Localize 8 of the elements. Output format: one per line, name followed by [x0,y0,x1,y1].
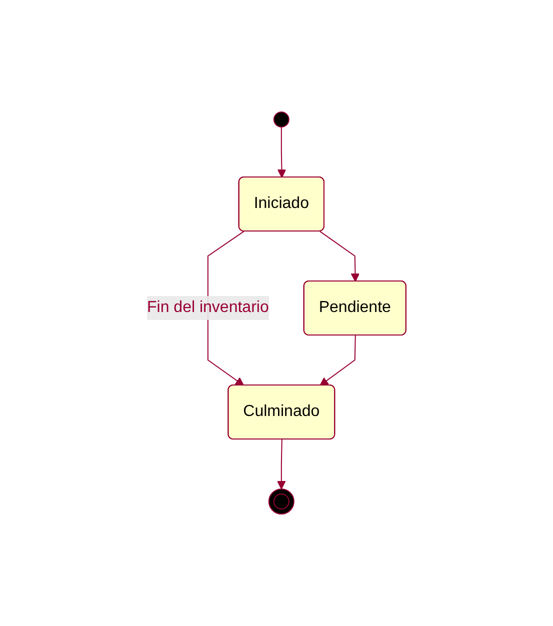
edge-label: Fin del inventario [147,299,269,316]
node-circle [273,112,290,128]
node-bullseye [268,488,294,514]
arrow [277,126,286,178]
arrow [320,230,360,282]
arrow [207,230,244,386]
arrow [277,439,286,490]
arrow [320,335,356,386]
